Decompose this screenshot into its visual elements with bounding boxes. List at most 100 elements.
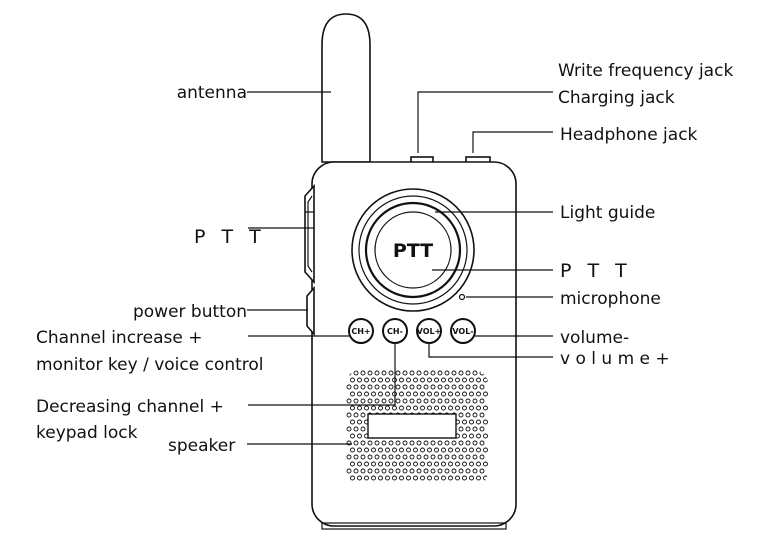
speaker-hole <box>360 426 366 432</box>
power-button <box>306 285 315 337</box>
label-ptt-right: P T T <box>560 260 632 282</box>
speaker-hole <box>360 440 366 446</box>
speaker-hole <box>434 447 439 453</box>
speaker-hole <box>465 370 471 376</box>
speaker-hole <box>451 398 457 404</box>
speaker-hole <box>441 377 446 383</box>
speaker-hole <box>357 377 362 383</box>
speaker-hole <box>423 384 429 390</box>
speaker-hole <box>381 384 387 390</box>
speaker-hole <box>420 475 425 481</box>
speaker-hole <box>472 398 478 404</box>
speaker-hole <box>406 475 411 481</box>
label-volume-plus: v o l u m e + <box>560 349 670 369</box>
speaker-hole <box>406 447 411 453</box>
speaker-hole <box>430 384 436 390</box>
speaker-hole <box>437 468 443 474</box>
speaker-hole <box>416 384 422 390</box>
speaker-hole <box>357 433 362 439</box>
speaker-hole <box>458 468 464 474</box>
speaker-hole <box>395 370 401 376</box>
speaker-hole <box>483 447 488 453</box>
speaker-hole <box>476 391 481 397</box>
speaker-hole <box>469 405 474 411</box>
speaker-hole <box>374 384 380 390</box>
speaker-hole <box>444 454 450 460</box>
speaker-hole <box>479 454 485 460</box>
speaker-hole <box>392 475 397 481</box>
device-bottom-foot <box>321 522 507 530</box>
speaker-hole <box>476 447 481 453</box>
speaker-hole <box>357 419 362 425</box>
speaker-hole <box>413 391 418 397</box>
speaker-hole <box>455 405 460 411</box>
speaker-hole <box>465 440 471 446</box>
label-channel-increase-1: Channel increase + <box>36 328 203 348</box>
speaker-hole <box>395 384 401 390</box>
svg-text:VOL-: VOL- <box>452 327 473 336</box>
speaker-hole <box>357 447 362 453</box>
speaker-hole <box>371 475 376 481</box>
speaker-hole <box>469 391 474 397</box>
speaker-hole <box>346 426 352 432</box>
side-ptt-key <box>304 183 315 285</box>
speaker-hole <box>420 461 425 467</box>
label-decreasing-channel-2: keypad lock <box>36 423 138 443</box>
speaker-hole <box>385 405 390 411</box>
speaker-hole <box>444 370 450 376</box>
speaker-hole <box>427 405 432 411</box>
speaker-hole <box>364 475 369 481</box>
side-ptt-key-inner <box>307 195 313 273</box>
speaker-hole <box>350 461 355 467</box>
speaker-hole <box>381 398 387 404</box>
speaker-hole <box>388 468 394 474</box>
speaker-hole <box>434 475 439 481</box>
speaker-hole <box>462 391 467 397</box>
speaker-hole <box>451 384 457 390</box>
speaker-hole <box>472 468 478 474</box>
speaker-hole <box>399 475 404 481</box>
speaker-hole <box>427 475 432 481</box>
speaker-hole <box>479 468 485 474</box>
speaker-hole <box>399 447 404 453</box>
speaker-hole <box>364 461 369 467</box>
speaker-hole <box>367 398 373 404</box>
speaker-hole <box>416 468 422 474</box>
speaker-hole <box>388 384 394 390</box>
speaker-hole <box>374 440 380 446</box>
speaker-hole <box>427 377 432 383</box>
svg-text:VOL+: VOL+ <box>417 327 442 336</box>
speaker-hole <box>413 405 418 411</box>
speaker-hole <box>458 384 464 390</box>
speaker-hole <box>458 454 464 460</box>
speaker-hole <box>409 398 415 404</box>
speaker-hole <box>462 405 467 411</box>
microphone-hole <box>458 293 466 301</box>
speaker-hole <box>357 391 362 397</box>
speaker-hole <box>353 370 359 376</box>
speaker-hole <box>350 475 355 481</box>
speaker-hole <box>465 412 471 418</box>
speaker-hole <box>434 377 439 383</box>
speaker-hole <box>399 391 404 397</box>
button-vol-minus: VOL- <box>450 318 476 344</box>
speaker-hole <box>367 440 373 446</box>
speaker-hole <box>430 454 436 460</box>
label-charging-jack: Charging jack <box>558 88 675 108</box>
speaker-hole <box>406 377 411 383</box>
speaker-hole <box>357 405 362 411</box>
label-volume-minus: volume- <box>560 328 629 348</box>
speaker-hole <box>427 461 432 467</box>
speaker-hole <box>448 377 453 383</box>
speaker-hole <box>374 468 380 474</box>
speaker-label-plate <box>367 413 457 439</box>
speaker-hole <box>364 405 369 411</box>
speaker-hole <box>402 398 408 404</box>
speaker-hole <box>357 475 362 481</box>
speaker-hole <box>479 412 485 418</box>
speaker-hole <box>444 468 450 474</box>
speaker-hole <box>416 398 422 404</box>
speaker-hole <box>371 377 376 383</box>
speaker-hole <box>465 398 471 404</box>
